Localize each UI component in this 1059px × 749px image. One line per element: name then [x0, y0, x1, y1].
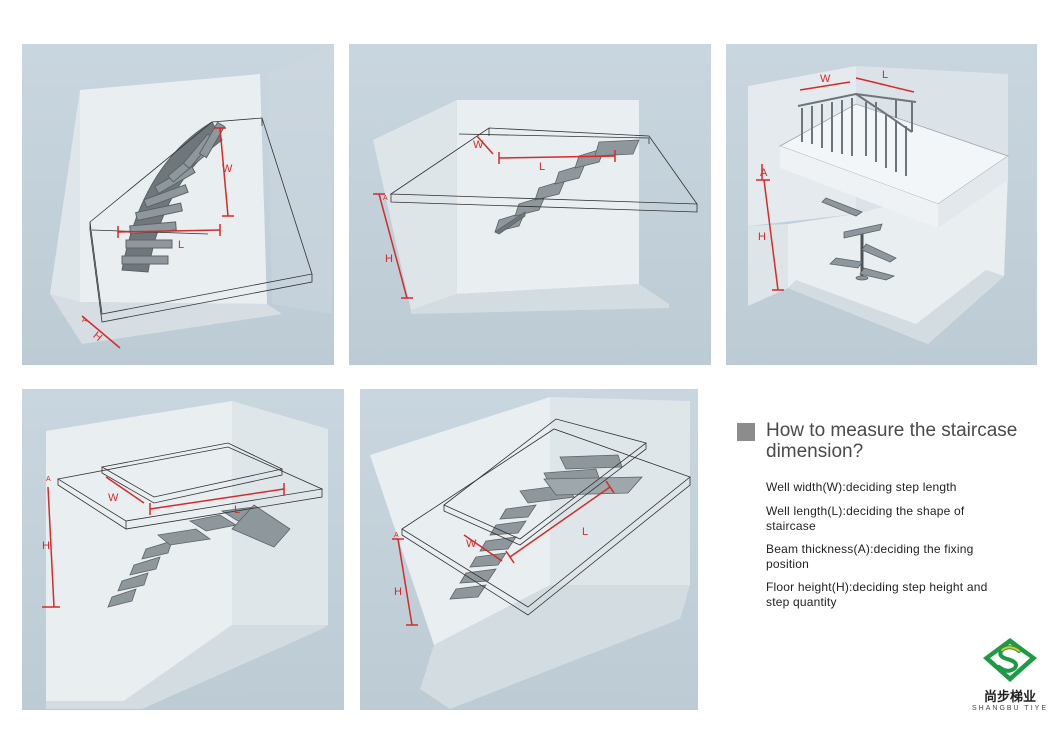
spiral-staircase-illustration: W L H A [748, 66, 1009, 344]
well-width-label: W [222, 163, 233, 175]
company-logo: 尚步梯业 SHANGBU TIYE [972, 636, 1046, 726]
well-width-label: W [473, 139, 484, 151]
well-length-label: L [882, 69, 888, 81]
well-length-label: L [582, 526, 588, 538]
well-width-label: W [820, 73, 831, 85]
beam-thickness-label: A [46, 476, 51, 483]
well-length-label: L [539, 161, 545, 173]
floor-height-label: H [394, 586, 402, 598]
l-shaped-staircase-illustration: W L H A [42, 401, 328, 709]
spiral-staircase-panel: W L H A [726, 44, 1037, 365]
shangbu-s-logo-icon [983, 638, 1037, 682]
heading-square-icon [737, 423, 755, 441]
guide-heading: How to measure the staircase dimension? [766, 420, 1018, 462]
guide-item-floor-height: Floor height(H):deciding step height and… [766, 580, 988, 609]
floor-height-label: H [385, 253, 393, 265]
logo-english-name: SHANGBU TIYE [972, 705, 1048, 712]
guide-item-beam-thickness: Beam thickness(A):deciding the fixing po… [766, 542, 974, 571]
curved-staircase-panel: W L H A [22, 44, 334, 365]
guide-item-well-width: Well width(W):deciding step length [766, 480, 957, 494]
well-width-label: W [108, 492, 119, 504]
straight-staircase-panel: W L H A [349, 44, 711, 365]
well-width-label: W [466, 538, 477, 550]
floor-height-label: H [42, 540, 50, 552]
curved-staircase-illustration: W L H A [50, 44, 334, 349]
straight-staircase-illustration: W L H A [373, 100, 698, 314]
half-turn-staircase-illustration: W L H A [370, 397, 691, 709]
beam-thickness-label: A [394, 532, 399, 539]
beam-thickness-label: A [383, 195, 388, 202]
well-length-label: L [178, 239, 184, 251]
well-length-label: L [234, 504, 240, 516]
floor-height-label: H [758, 231, 766, 243]
beam-thickness-label: A [760, 167, 768, 179]
guide-item-well-length: Well length(L):deciding the shape of sta… [766, 504, 965, 533]
l-shaped-staircase-panel: W L H A [22, 389, 344, 710]
half-turn-staircase-panel: W L H A [360, 389, 698, 710]
beam-thickness-label: A [82, 317, 87, 324]
logo-chinese-name: 尚步梯业 [983, 690, 1036, 705]
